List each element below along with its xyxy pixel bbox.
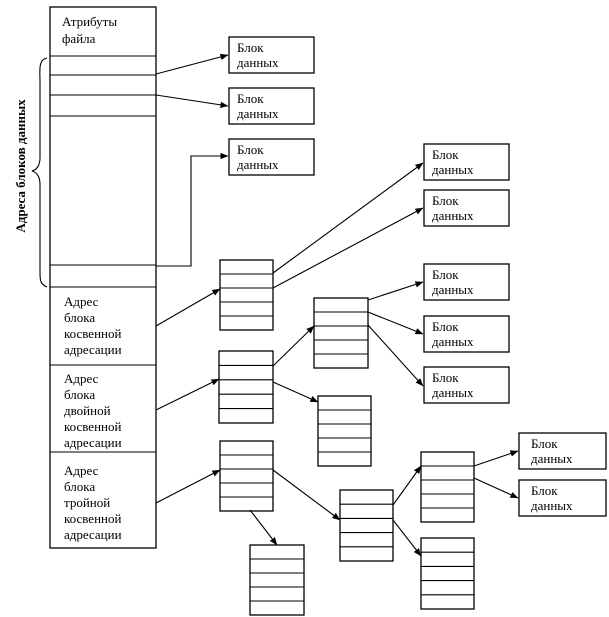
direct-addresses-brace — [31, 57, 48, 288]
triple-level3-block-1 — [420, 451, 475, 523]
triple-indirect-label: Адрес блока тройной косвенной адресации — [64, 463, 125, 542]
direct-addresses-label: Адреса блоков данных — [13, 99, 28, 233]
double-level2-block-2 — [317, 395, 372, 467]
inode-attributes-label: Атрибуты файла — [62, 14, 120, 46]
triple-level3-block-2 — [420, 537, 475, 610]
inode-table: Атрибуты файла Адрес блока косвенной адр… — [49, 6, 157, 549]
connectors — [155, 53, 519, 557]
single-indirect-block — [219, 259, 274, 331]
double-level2-block-1 — [313, 297, 369, 369]
triple-level2-block-2 — [249, 544, 305, 616]
double-indirect-block — [218, 350, 274, 424]
triple-indirect-block — [219, 440, 274, 512]
triple-level2-block-1 — [339, 489, 394, 562]
double-indirect-label: Адрес блока двойной косвенной адресации — [64, 371, 125, 450]
single-indirect-label: Адрес блока косвенной адресации — [64, 294, 125, 357]
